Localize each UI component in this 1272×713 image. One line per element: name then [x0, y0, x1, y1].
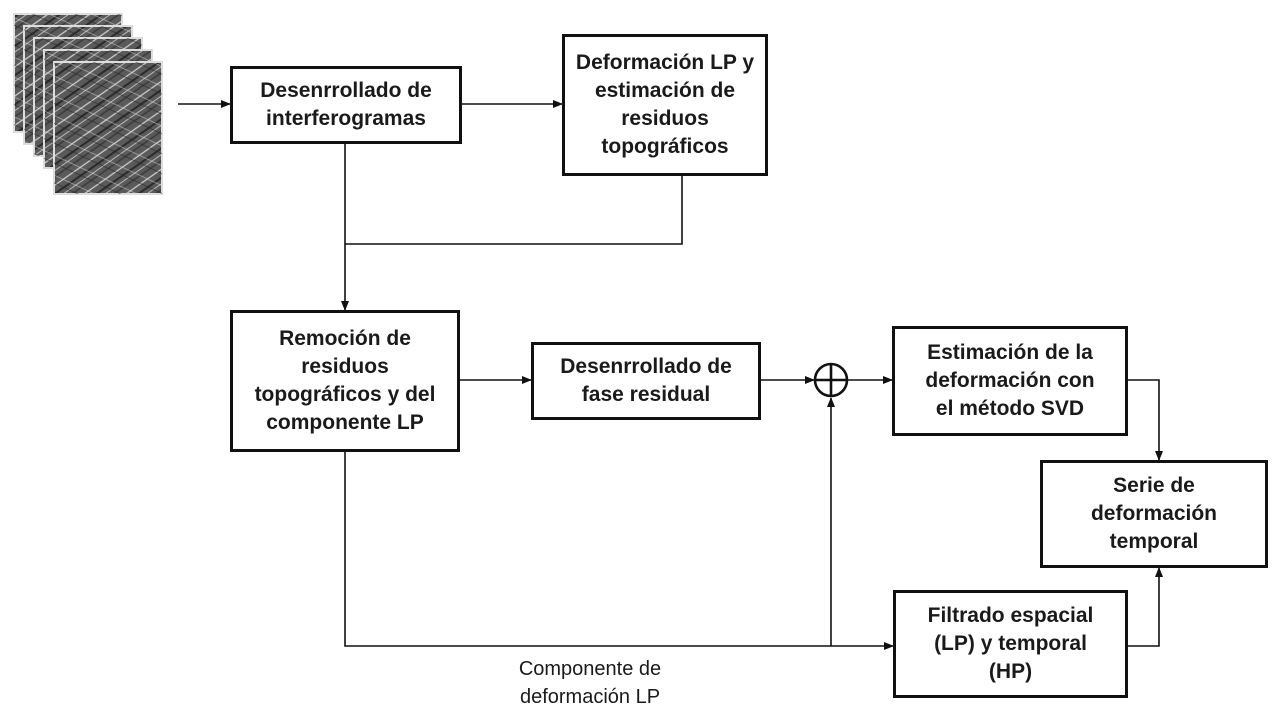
interferogram-image-stack [13, 13, 163, 195]
filtering-box: Filtrado espacial (LP) y temporal (HP) [893, 590, 1128, 698]
unwrap-interferograms-label: Desenrrollado de interferogramas [260, 79, 432, 130]
unwrap-residual-box: Desenrrollado de fase residual [531, 342, 761, 420]
line-lp-to-junction [345, 176, 683, 245]
filtering-label: Filtrado espacial (LP) y temporal (HP) [927, 604, 1094, 683]
arrow-filtering-to-series [1127, 567, 1163, 647]
unwrap-residual-label: Desenrrollado de fase residual [560, 355, 732, 406]
lp-deformation-box: Deformación LP y estimación de residuos … [562, 34, 768, 176]
lp-deformation-label: Deformación LP y estimación de residuos … [575, 51, 755, 158]
unwrap-interferograms-box: Desenrrollado de interferogramas [230, 66, 462, 144]
circle-plus-icon [813, 362, 849, 398]
time-series-label: Serie de deformación temporal [1090, 474, 1218, 553]
time-series-box: Serie de deformación temporal [1040, 460, 1268, 568]
lp-component-caption: Componente de deformación LP [518, 658, 662, 708]
arrow-removal-to-filtering [344, 452, 894, 650]
removal-box: Remoción de residuos topográficos y del … [230, 310, 460, 452]
svd-estimation-box: Estimación de la deformación con el méto… [892, 326, 1128, 436]
removal-label: Remoción de residuos topográficos y del … [254, 327, 436, 434]
svd-estimation-label: Estimación de la deformación con el méto… [925, 341, 1095, 420]
arrow-svd-to-series [1127, 379, 1163, 461]
image-layer-5 [53, 61, 163, 195]
